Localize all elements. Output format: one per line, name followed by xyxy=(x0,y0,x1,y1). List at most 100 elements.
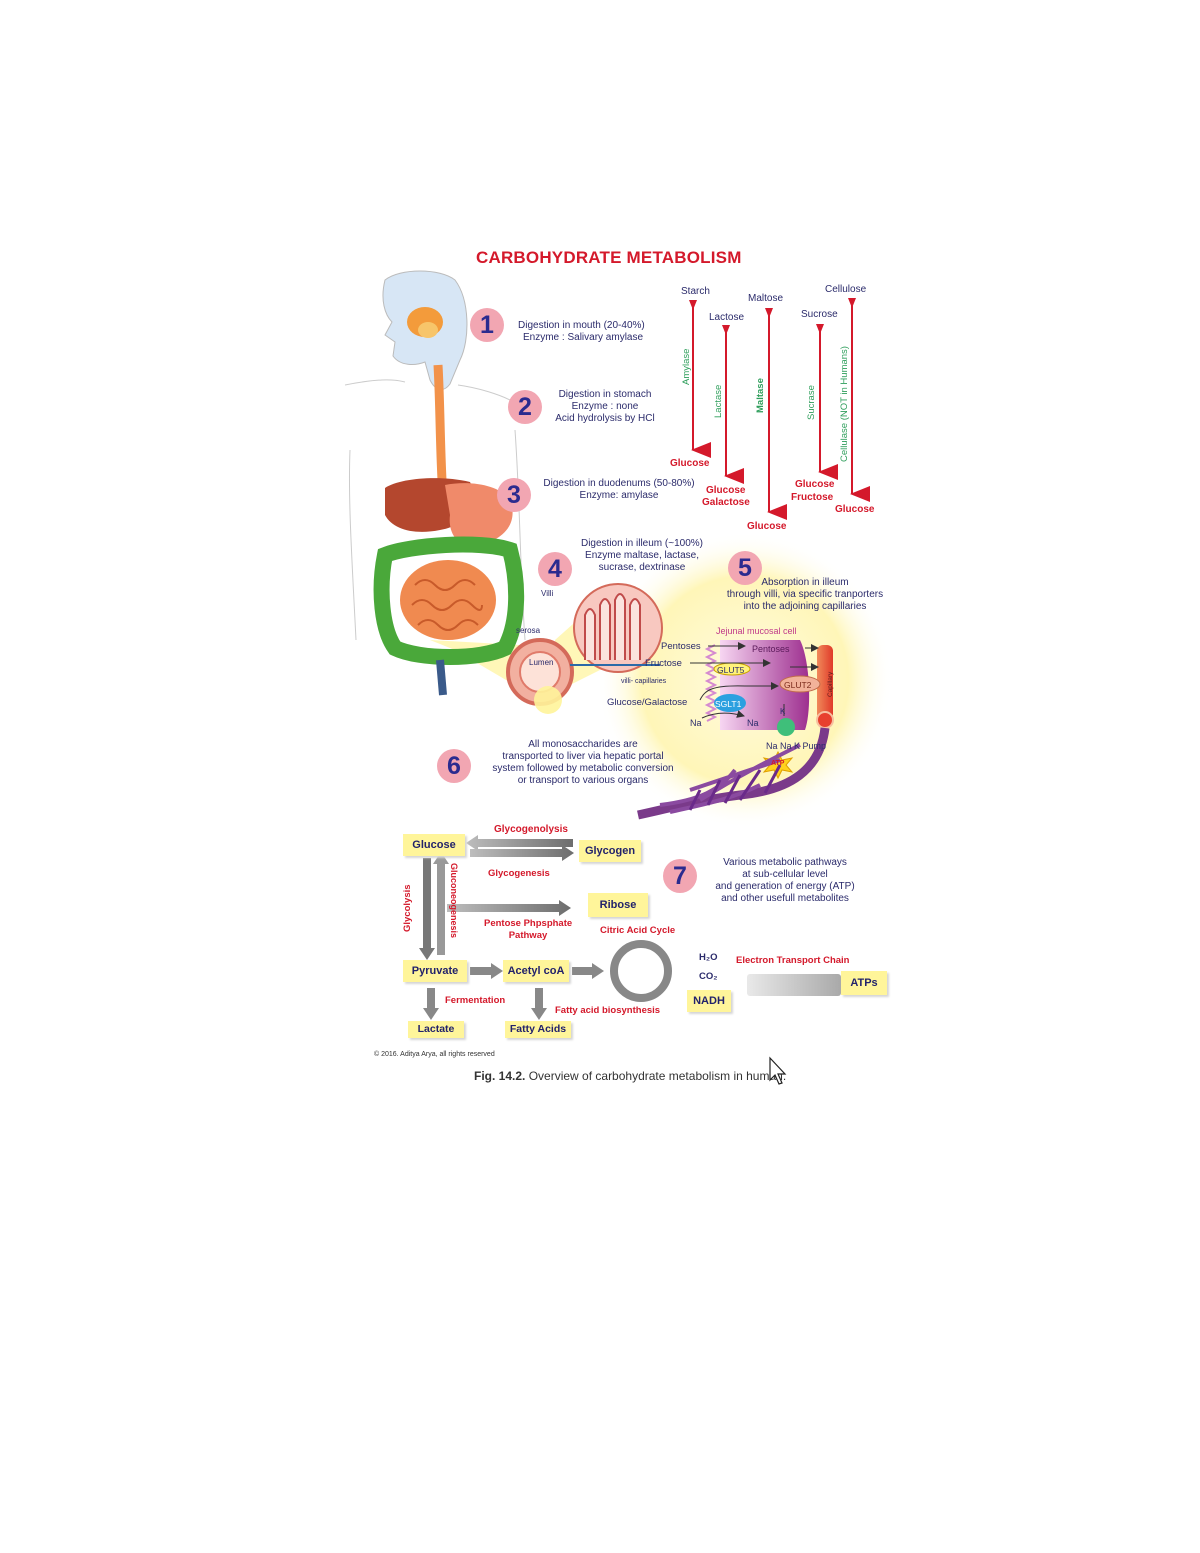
lactate-box: Lactate xyxy=(408,1021,464,1038)
step7-line1: Various metabolic pathways xyxy=(723,857,847,868)
k-label: K xyxy=(780,707,786,716)
starch-label: Starch xyxy=(681,286,710,297)
maltose-label: Maltose xyxy=(748,293,784,304)
step1-line1: Digestion in mouth (20-40%) xyxy=(518,320,645,331)
villi-capillaries-label: villi- capillaries xyxy=(621,678,667,685)
capillary-label: Capillary xyxy=(827,671,834,697)
serosa-label: serosa xyxy=(516,626,541,635)
na-outside-label: Na xyxy=(690,718,702,728)
jejunal-cell-label: Jejunal mucosal cell xyxy=(716,626,797,636)
sucrose-product-fructose: Fructose xyxy=(791,492,834,503)
step4-line3: sucrase, dextrinase xyxy=(598,562,686,573)
acetyl-coa-box: Acetyl coA xyxy=(503,960,569,982)
fructose-label: Fructose xyxy=(645,658,682,669)
step2-line1: Digestion in stomach xyxy=(558,389,652,400)
glut2-label: GLUT2 xyxy=(784,680,812,690)
glycogenolysis-arrow xyxy=(466,835,573,851)
large-intestine xyxy=(373,536,525,665)
maltase-enzyme-label: Maltase xyxy=(755,378,766,413)
na-inside-label: Na xyxy=(747,718,759,728)
fermentation-label: Fermentation xyxy=(445,995,506,1006)
capillary-tube xyxy=(817,645,833,720)
glut5-label: GLUT5 xyxy=(717,665,745,675)
caption-text: Overview of carbohydrate metabolism in h… xyxy=(528,1069,787,1083)
amylase-enzyme-label: Amylase xyxy=(681,348,692,385)
step-badge-6: 6 xyxy=(437,749,471,783)
atps-box: ATPs xyxy=(841,971,887,995)
starch-product-glucose: Glucose xyxy=(670,458,710,469)
glycogenesis-label: Glycogenesis xyxy=(488,868,550,879)
sucrose-label: Sucrose xyxy=(801,309,838,320)
step-badge-3: 3 xyxy=(497,478,531,512)
glut2-transporter xyxy=(779,675,821,693)
step7-line3: and generation of energy (ATP) xyxy=(715,881,855,892)
cellulose-product-glucose: Glucose xyxy=(835,504,875,515)
step-badge-4: 4 xyxy=(538,552,572,586)
gluconeogenesis-arrow xyxy=(433,852,449,955)
pyruvate-acetyl-arrow xyxy=(470,963,503,979)
pentoses-cell-label: Pentoses xyxy=(752,644,790,654)
citric-acid-cycle-ring xyxy=(610,940,672,1002)
pyruvate-box: Pyruvate xyxy=(403,960,467,982)
mouse-cursor-icon xyxy=(769,1056,787,1085)
caption-label: Fig. 14.2. xyxy=(474,1069,526,1083)
ppp-label-line1: Pentose Phpsphate xyxy=(484,918,573,929)
step6-line1: All monosaccharides are xyxy=(528,739,638,750)
atp-star xyxy=(762,750,794,780)
h2o-label: H₂O xyxy=(699,952,718,963)
glucose-galactose-label: Glucose/Galactose xyxy=(607,697,688,708)
acetyl-tca-arrow xyxy=(572,963,604,979)
step6-line3: system followed by metabolic conversion xyxy=(492,763,674,774)
glucose-box: Glucose xyxy=(403,834,465,856)
atp-label: ATP xyxy=(771,760,785,767)
stomach xyxy=(445,483,513,545)
step-badge-7: 7 xyxy=(663,859,697,893)
lactose-product-glucose: Glucose xyxy=(706,485,746,496)
step6-line2: transported to liver via hepatic portal xyxy=(502,751,664,762)
na-k-pump-label: Na Na K Pump xyxy=(766,741,827,751)
sucrase-enzyme-label: Sucrase xyxy=(806,385,817,420)
step7-line2: at sub-cellular level xyxy=(742,869,828,880)
ribose-box: Ribose xyxy=(588,893,648,917)
step3-line1: Digestion in duodenums (50-80%) xyxy=(543,478,695,489)
small-intestine xyxy=(400,560,496,640)
step2-line2: Enzyme : none xyxy=(571,401,639,412)
page-title: CARBOHYDRATE METABOLISM xyxy=(476,248,742,267)
villi-label: Villi xyxy=(541,589,554,598)
sucrose-product-glucose: Glucose xyxy=(795,479,835,490)
fatty-acid-biosynthesis-label: Fatty acid biosynthesis xyxy=(555,1005,661,1016)
step4-line2: Enzyme maltase, lactase, xyxy=(585,550,699,561)
ppp-label-line2: Pathway xyxy=(508,930,548,941)
fatty-acids-box: Fatty Acids xyxy=(505,1021,571,1038)
fermentation-arrow xyxy=(423,988,439,1020)
step5-line2: through villi, via specific tranporters xyxy=(726,589,884,600)
copyright-text: © 2016. Aditya Arya, all rights reserved xyxy=(374,1051,495,1058)
step-badge-1: 1 xyxy=(470,308,504,342)
sglt1-label: SGLT1 xyxy=(715,699,742,709)
etc-label: Electron Transport Chain xyxy=(736,955,850,966)
cellulose-label: Cellulose xyxy=(825,284,867,295)
step2-line3: Acid hydrolysis by HCl xyxy=(555,413,655,424)
nadh-box: NADH xyxy=(687,990,731,1012)
glycogenesis-arrow xyxy=(470,845,574,861)
step4-line1: Digestion in illeum (~100%) xyxy=(580,538,703,549)
lactose-label: Lactose xyxy=(709,312,745,323)
glycolysis-label: Glycolysis xyxy=(402,884,413,932)
glycogenolysis-label: Glycogenolysis xyxy=(494,824,568,835)
step5-line1: Absorption in illeum xyxy=(761,577,849,588)
lumen-label: Lumen xyxy=(529,658,554,667)
pentoses-in-label: Pentoses xyxy=(661,641,701,652)
esophagus xyxy=(433,364,447,481)
step5-line3: into the adjoining capillaries xyxy=(743,601,867,612)
na-k-pump xyxy=(777,718,795,736)
sglt1-transporter xyxy=(714,694,746,712)
citric-acid-cycle-label: Citric Acid Cycle xyxy=(600,925,676,936)
step1-line2: Enzyme : Salivary amylase xyxy=(523,332,644,343)
lactase-enzyme-label: Lactase xyxy=(713,384,724,418)
etc-bar xyxy=(747,974,841,996)
cellulase-enzyme-label: Cellulase (NOT in Humans) xyxy=(839,346,850,462)
step7-line4: and other usefull metabolites xyxy=(721,893,849,904)
step3-line2: Enzyme: amylase xyxy=(579,490,659,501)
step-badge-2: 2 xyxy=(508,390,542,424)
